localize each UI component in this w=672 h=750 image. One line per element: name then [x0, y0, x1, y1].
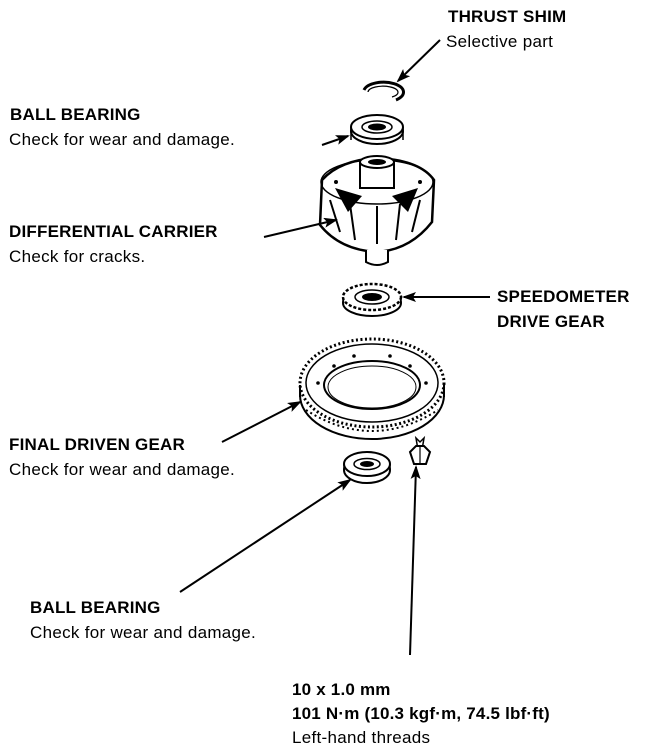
leader-lines	[179, 39, 490, 656]
differential-carrier-part	[318, 155, 436, 266]
bolt-part	[408, 435, 432, 465]
ball-bearing-bottom-note: Check for wear and damage.	[30, 623, 257, 642]
ball-bearing-top-title: BALL BEARING	[10, 105, 141, 124]
ball-bearing-bottom-title: BALL BEARING	[30, 598, 161, 617]
final-driven-gear-part	[298, 337, 446, 440]
final-driven-gear-title: FINAL DRIVEN GEAR	[9, 435, 185, 454]
bolt-torque: 101 N·m (10.3 kgf·m, 74.5 lbf·ft)	[292, 704, 550, 723]
speedometer-drive-gear-part	[341, 282, 403, 317]
ball-bearing-top-part	[350, 114, 404, 145]
ball-bearing-bottom-part	[343, 451, 391, 484]
bolt-thread: Left-hand threads	[292, 728, 431, 747]
ball-bearing-top-note: Check for wear and damage.	[9, 130, 236, 149]
thrust-shim-part	[362, 80, 405, 102]
speedometer-drive-gear-line2: DRIVE GEAR	[497, 312, 605, 331]
bolt-size: 10 x 1.0 mm	[292, 680, 391, 699]
differential-carrier-title: DIFFERENTIAL CARRIER	[9, 222, 218, 241]
final-driven-gear-note: Check for wear and damage.	[9, 460, 236, 479]
arrow-bolt	[409, 465, 421, 656]
arrow-thrust-shim	[396, 39, 441, 83]
speedometer-drive-gear-line1: SPEEDOMETER	[497, 287, 630, 306]
arrow-ball-bearing-top	[321, 135, 350, 146]
thrust-shim-note: Selective part	[446, 32, 554, 51]
arrow-differential-carrier	[263, 217, 338, 238]
differential-carrier-note: Check for cracks.	[9, 247, 146, 266]
thrust-shim-title: THRUST SHIM	[448, 7, 567, 26]
arrow-ball-bearing-bottom	[179, 478, 352, 593]
arrow-final-driven-gear	[221, 401, 302, 443]
